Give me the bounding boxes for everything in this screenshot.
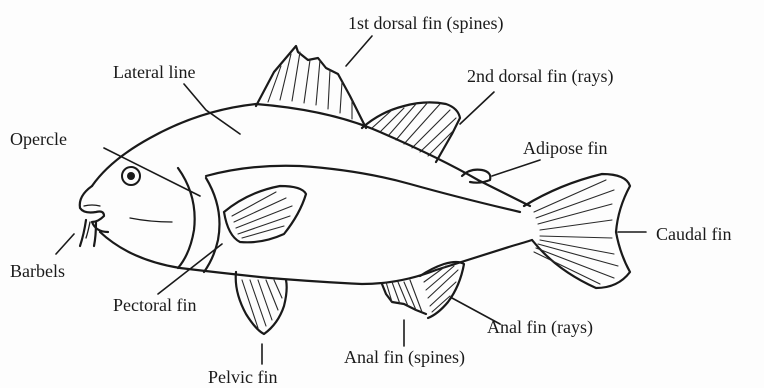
second-dorsal-fin — [362, 102, 460, 162]
first-dorsal-fin — [256, 46, 366, 128]
label-caudal-fin: Caudal fin — [656, 225, 731, 243]
leader-first-dorsal — [346, 36, 372, 66]
leader-adipose — [492, 160, 540, 176]
pectoral-fin — [224, 186, 306, 242]
eye — [122, 167, 140, 185]
label-lateral-line: Lateral line — [113, 63, 195, 81]
label-pelvic-fin: Pelvic fin — [208, 368, 278, 386]
label-second-dorsal-fin: 2nd dorsal fin (rays) — [467, 67, 613, 85]
label-barbels: Barbels — [10, 262, 65, 280]
anal-fin-spines — [382, 280, 426, 314]
label-anal-fin-spines: Anal fin (spines) — [344, 348, 465, 366]
adipose-fin — [462, 170, 490, 183]
pelvic-fin — [236, 272, 287, 334]
label-opercle: Opercle — [10, 130, 67, 148]
label-pectoral-fin: Pectoral fin — [113, 296, 196, 314]
leader-opercle — [104, 148, 200, 196]
label-anal-fin-rays: Anal fin (rays) — [487, 318, 593, 336]
label-adipose-fin: Adipose fin — [523, 139, 608, 157]
label-first-dorsal-fin: 1st dorsal fin (spines) — [348, 14, 503, 32]
anal-fin-rays — [420, 262, 464, 318]
leader-barbels — [56, 234, 74, 254]
leader-pectoral — [158, 244, 222, 294]
leader-lateral-line — [184, 84, 240, 134]
leader-second-dorsal — [460, 92, 494, 124]
caudal-fin — [524, 174, 630, 288]
